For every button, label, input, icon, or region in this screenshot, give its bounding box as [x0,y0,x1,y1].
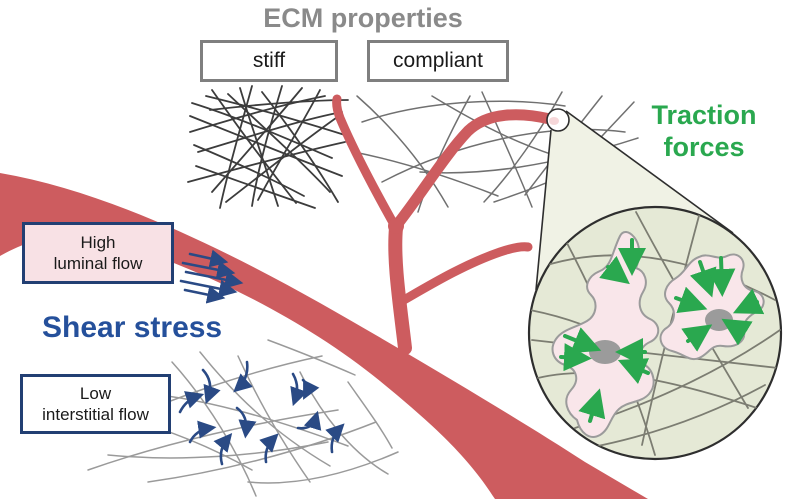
nucleus-right [705,309,733,331]
compliant-label-box: compliant [367,40,509,82]
stiff-label-box: stiff [200,40,338,82]
cell-left [551,231,660,438]
nucleus-left [589,340,621,364]
cell-right [659,253,765,361]
stiff-matrix-fibers [187,85,349,209]
stiff-label: stiff [252,49,286,72]
interstitial-flow-arrows [178,360,345,466]
traction-forces-label: Traction forces [618,99,790,164]
shear-stress-label: Shear stress [42,311,223,344]
traction-forces-line2: forces [663,132,745,163]
callout-origin-circle [546,108,570,132]
fiber-over-vessel [267,339,356,376]
ecm-properties-title: ECM properties [263,3,463,33]
traction-forces-line1: Traction [651,100,757,130]
traction-arrows-right [674,256,765,352]
high-luminal-flow-line1: High [80,232,116,252]
compliant-label: compliant [393,49,483,72]
high-luminal-flow-line2: luminal flow [53,254,143,273]
traction-arrows-left [559,238,650,423]
vessel-junction [388,218,404,234]
high-luminal-flow-box: High luminal flow [22,222,174,284]
low-interstitial-flow-line2: interstitial flow [42,405,149,424]
low-interstitial-flow-box: Low interstitial flow [20,374,171,434]
low-interstitial-flow-line1: Low [79,383,112,403]
luminal-flow-arrows [179,249,244,304]
vessel-branches [332,94,556,355]
